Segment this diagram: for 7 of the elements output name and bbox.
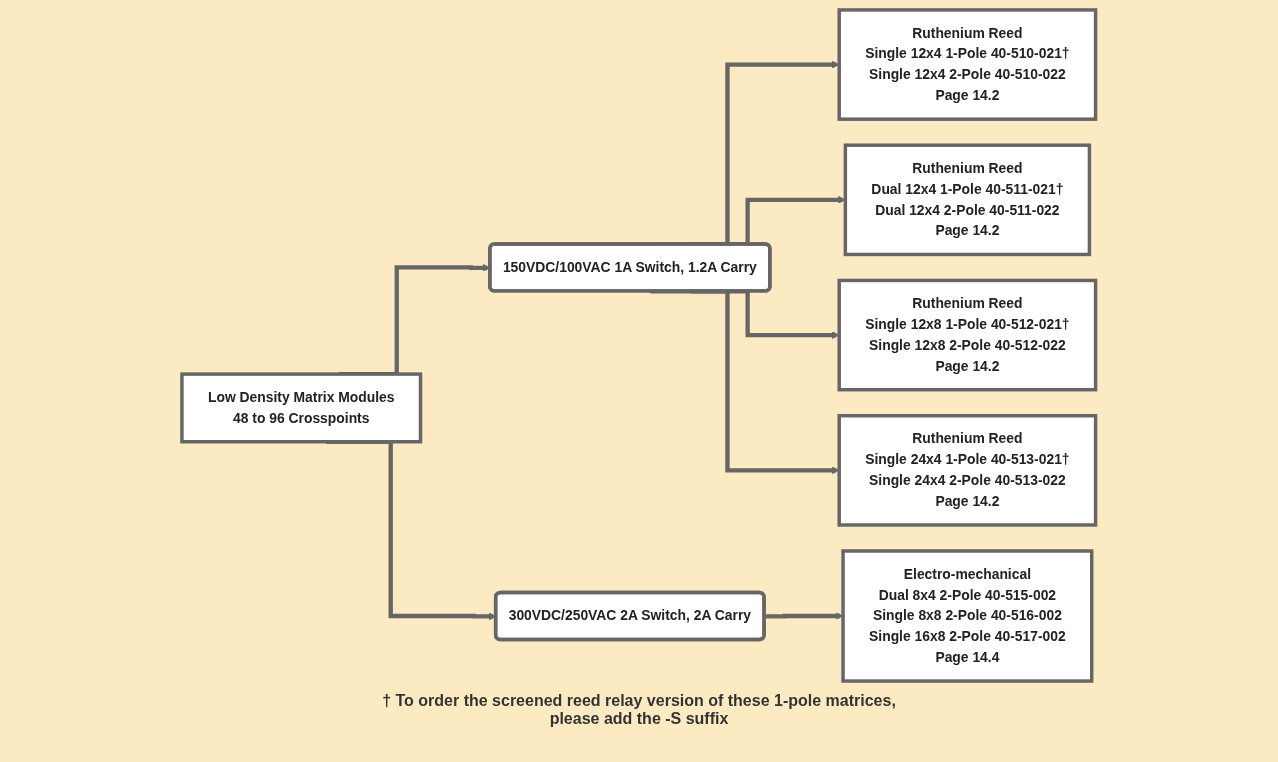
node-box: Ruthenium Reed Dual 12x4 1-Pole 40-511-021† Dual 12x4 2-Pole 40-511-022 Page 14.2 [843, 142, 1092, 256]
node-box: Ruthenium Reed Single 12x4 1-Pole 40-510-021† Single 12x4 2-Pole 40-510-022 Page 14.2 [837, 7, 1098, 121]
node-box: Electro-mechanical Dual 8x4 2-Pole 40-515-002 Single 8x8 2-Pole 40-516-002 Single 16x8 2-Pole 40-517-002 Page 14.4 [841, 548, 1094, 683]
node-box: Ruthenium Reed Single 24x4 1-Pole 40-513-021† Single 24x4 2-Pole 40-513-022 Page 14.2 [837, 413, 1098, 527]
node-box: Low Density Matrix Modules 48 to 96 Crosspoints [180, 371, 423, 443]
node-box: Ruthenium Reed Single 12x8 1-Pole 40-512-021† Single 12x8 2-Pole 40-512-022 Page 14.2 [837, 278, 1098, 391]
footnote: † To order the screened reed relay version of these 1-pole matrices, please add the -S suffix [381, 692, 897, 728]
